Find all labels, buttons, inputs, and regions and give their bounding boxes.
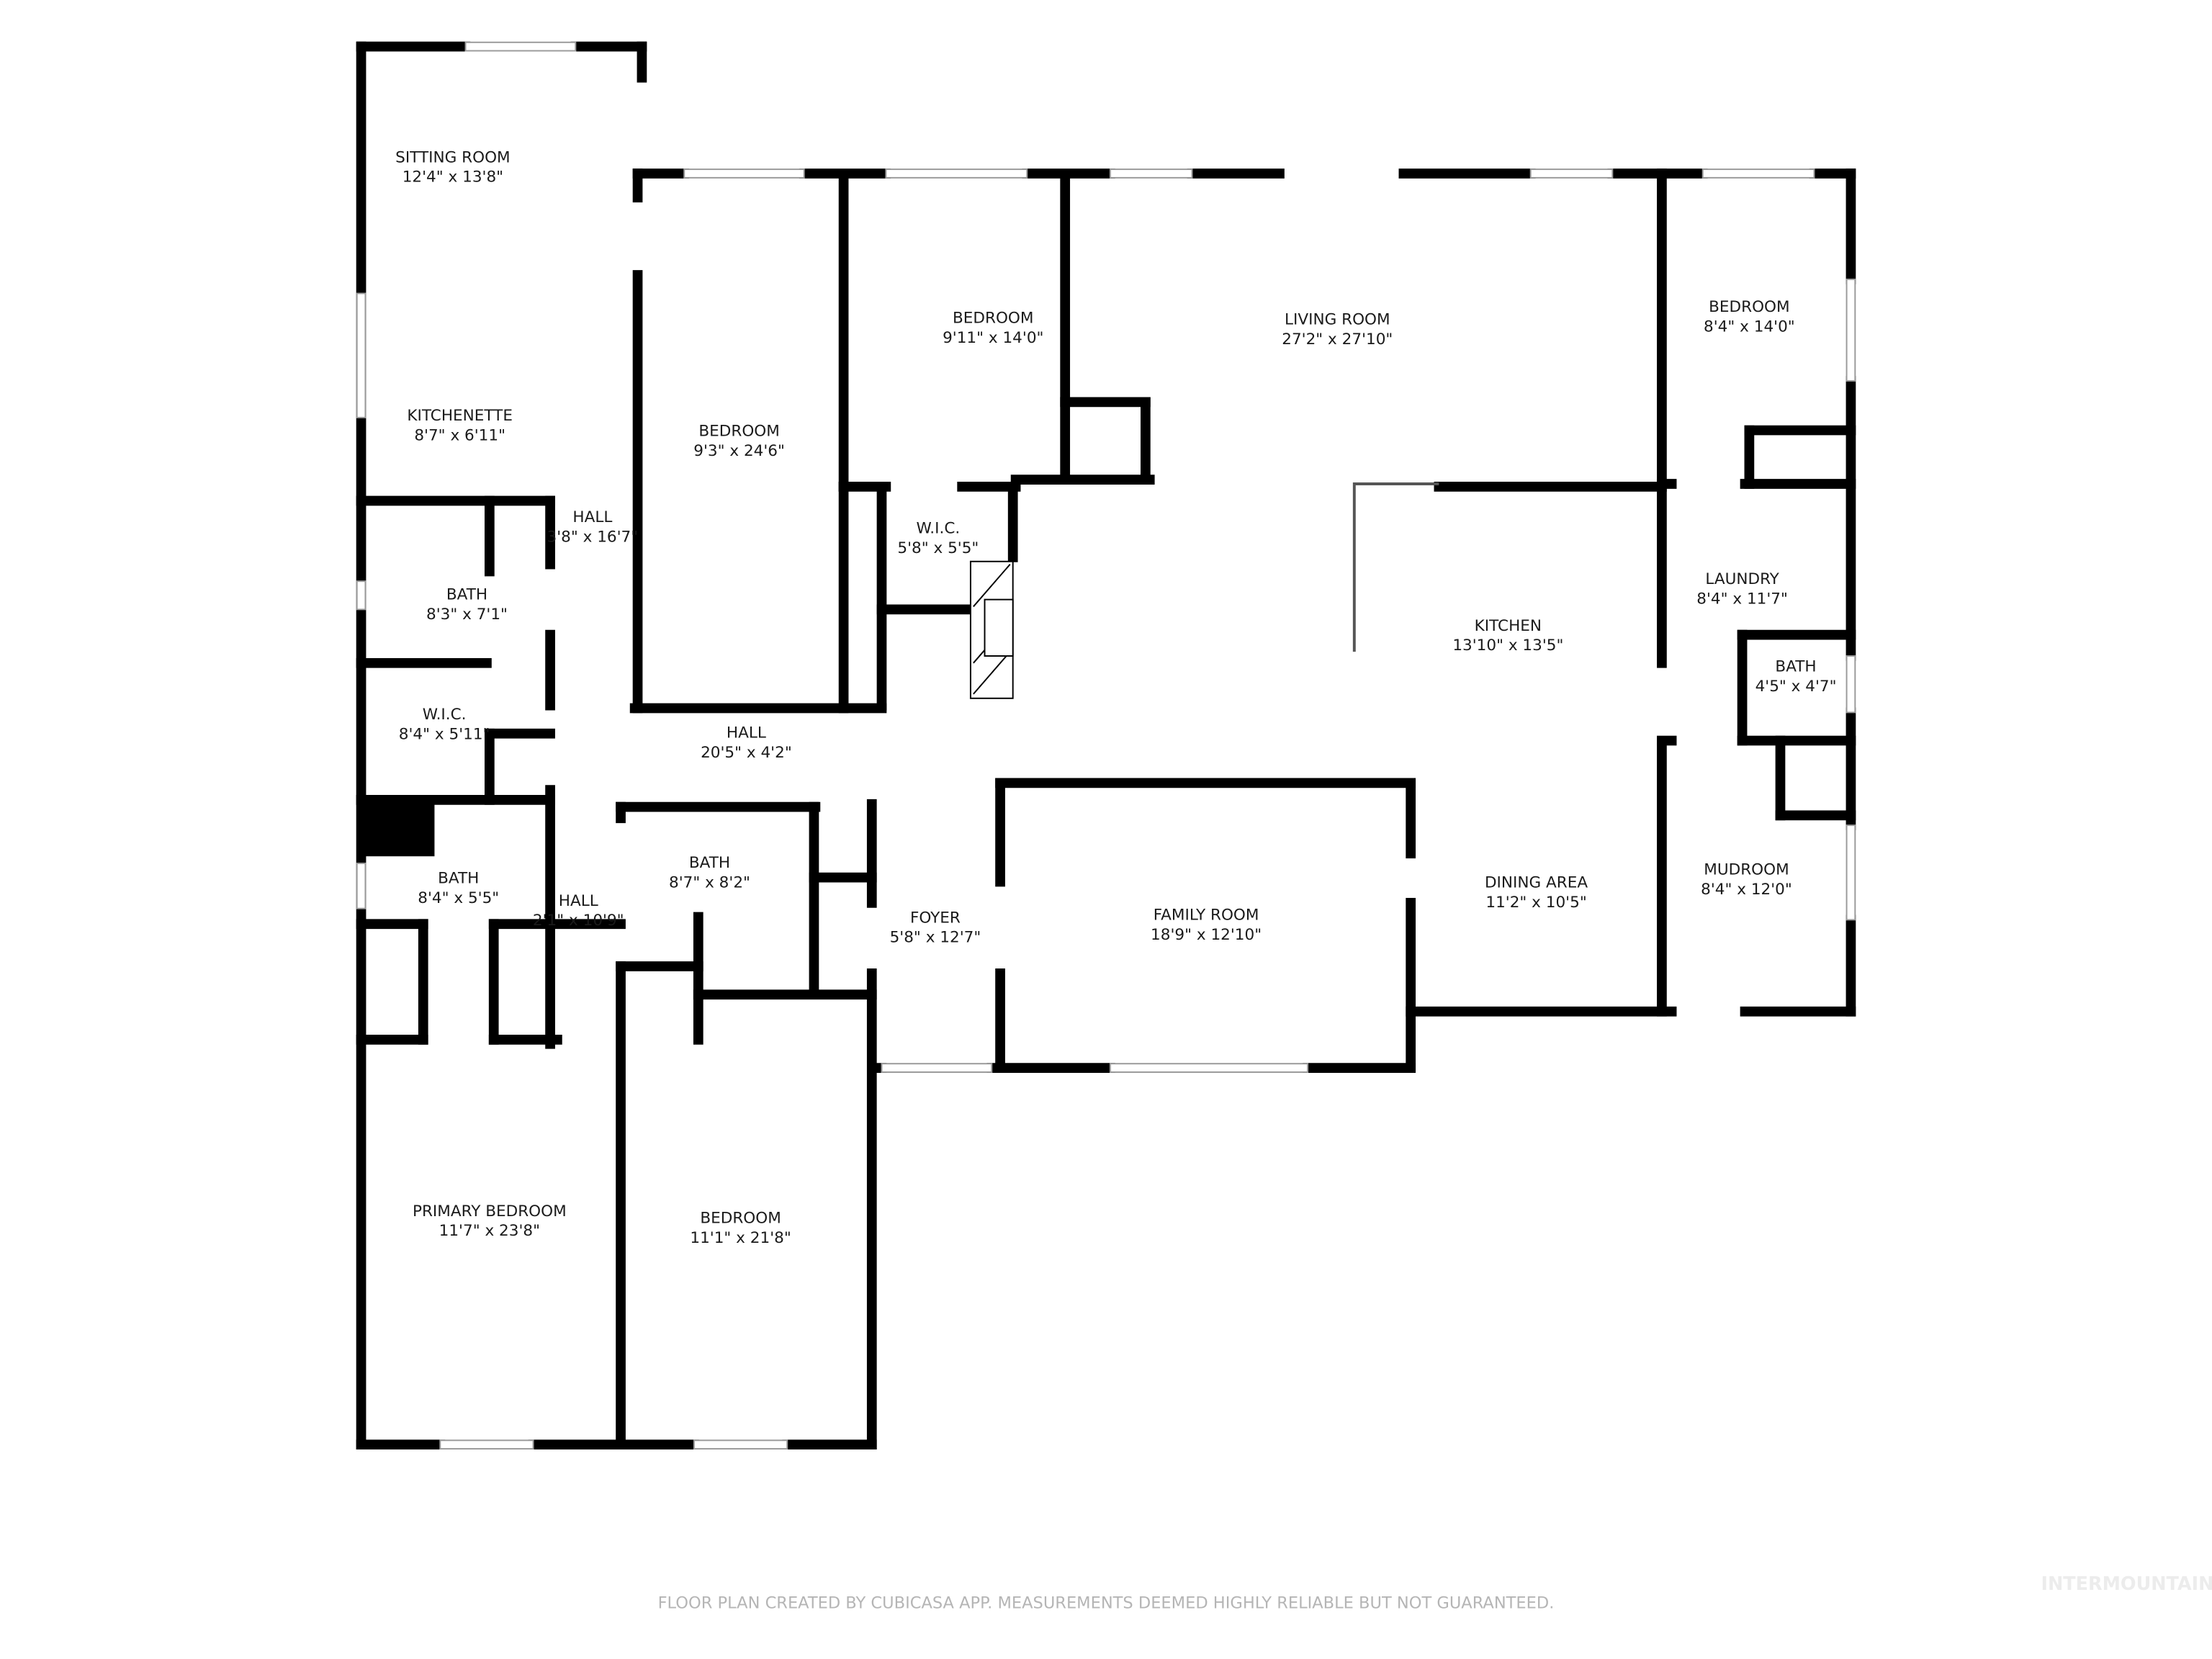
window [693,1439,788,1450]
room-label: PRIMARY BEDROOM 11'7" x 23'8" [413,1202,567,1240]
room-dimensions: 8'4" x 5'5" [418,889,499,907]
utility-block [361,799,435,857]
room-label: LAUNDRY 8'4" x 11'7" [1696,570,1788,608]
room-name: HALL [727,724,766,742]
kitchen-counter [1352,482,1439,652]
room-name: PRIMARY BEDROOM [413,1202,567,1220]
room-label: W.I.C. 8'4" x 5'11" [399,706,490,743]
room-label: MUDROOM 8'4" x 12'0" [1701,861,1792,899]
room-label: BATH 4'5" x 4'7" [1755,658,1837,696]
room-dimensions: 8'4" x 14'0" [1704,318,1795,336]
room-name: DINING AREA [1485,873,1588,891]
room-dimensions: 8'7" x 6'11" [414,426,505,444]
room-dimensions: 4'5" x 4'7" [1755,678,1837,696]
room-dimensions: 18'9" x 12'10" [1151,926,1262,944]
room-name: KITCHEN [1475,617,1542,635]
room-dimensions: 8'4" x 5'11" [399,726,490,744]
room-name: W.I.C. [916,520,960,538]
room-name: FOYER [910,909,961,927]
window [885,168,1028,179]
walls [356,41,1856,1450]
room-label: HALL 2'1" x 10'9" [533,892,624,930]
room-label: FOYER 5'8" x 12'7" [890,909,981,946]
window [1845,824,1856,921]
window [1845,278,1856,382]
window [1701,168,1815,179]
window [356,863,367,909]
room-dimensions: 11'7" x 23'8" [439,1222,540,1240]
room-dimensions: 11'1" x 21'8" [690,1229,791,1247]
window [464,41,577,52]
window [1109,168,1193,179]
room-dimensions: 13'10" x 13'5" [1452,637,1563,655]
room-label: W.I.C.5'8" x 5'5" [897,520,979,557]
room-name: LIVING ROOM [1285,311,1390,329]
room-dimensions: 5'8" x 5'5" [897,539,979,557]
room-label: DINING AREA 11'2" x 10'5" [1485,873,1588,911]
room-label: HALL 20'5" x 4'2" [701,724,792,762]
room-label: KITCHEN 13'10" x 13'5" [1452,617,1563,655]
window [1109,1063,1309,1073]
room-dimensions: 8'4" x 12'0" [1701,881,1792,899]
room-name: SITTING ROOM [395,148,510,166]
room-name: BEDROOM [953,310,1033,328]
room-dimensions: 5'8" x 12'7" [890,929,981,947]
room-name: BATH [1775,658,1816,676]
room-dimensions: 2'1" x 10'9" [533,912,624,930]
window [356,580,367,611]
room-name: BEDROOM [700,1210,781,1228]
room-dimensions: 12'4" x 13'8" [403,168,503,186]
room-name: FAMILY ROOM [1154,906,1259,924]
room-name: BATH [438,869,479,887]
room-dimensions: 8'7" x 8'2" [669,873,750,891]
room-dimensions: 8'3" x 7'1" [426,606,508,624]
window [1845,655,1856,714]
window [683,168,805,179]
room-name: LAUNDRY [1705,570,1779,588]
room-label: LIVING ROOM 27'2" x 27'10" [1282,311,1393,349]
window [439,1439,534,1450]
room-dimensions: 9'3" x 24'6" [693,442,785,460]
room-dimensions: 20'5" x 4'2" [701,744,792,762]
windows [356,41,1856,1450]
watermark-logo: INTERMOUNTAIN [2041,1573,2212,1595]
room-label: BEDROOM 8'4" x 14'0" [1704,298,1795,336]
window [881,1063,993,1073]
room-dimensions: 9'11" x 14'0" [943,329,1043,347]
window [1529,168,1614,179]
room-name: BATH [446,586,487,604]
room-dimensions: 11'2" x 10'5" [1485,894,1586,912]
room-dimensions: 27'2" x 27'10" [1282,331,1393,349]
room-label: HALL 3'8" x 16'7" [547,508,639,546]
room-dimensions: 8'4" x 11'7" [1696,590,1788,608]
room-label: BEDROOM 9'3" x 24'6" [693,422,785,459]
room-label: SITTING ROOM 12'4" x 13'8" [395,148,510,186]
room-name: BATH [689,854,730,872]
room-name: BEDROOM [1709,298,1789,316]
room-dimensions: 3'8" x 16'7" [547,528,639,546]
room-name: BEDROOM [698,422,779,440]
room-label: BATH 8'3" x 7'1" [426,586,508,624]
disclaimer-footer: FLOOR PLAN CREATED BY CUBICASA APP. MEAS… [658,1593,1555,1612]
room-name: KITCHENETTE [407,407,513,425]
room-label: FAMILY ROOM 18'9" x 12'10" [1151,906,1262,943]
room-label: BATH 8'4" x 5'5" [418,869,499,907]
room-name: HALL [572,508,612,526]
room-name: MUDROOM [1704,861,1789,879]
room-name: HALL [559,892,598,910]
fireplace [969,560,1014,699]
room-name: W.I.C. [423,706,467,724]
window [356,292,367,418]
